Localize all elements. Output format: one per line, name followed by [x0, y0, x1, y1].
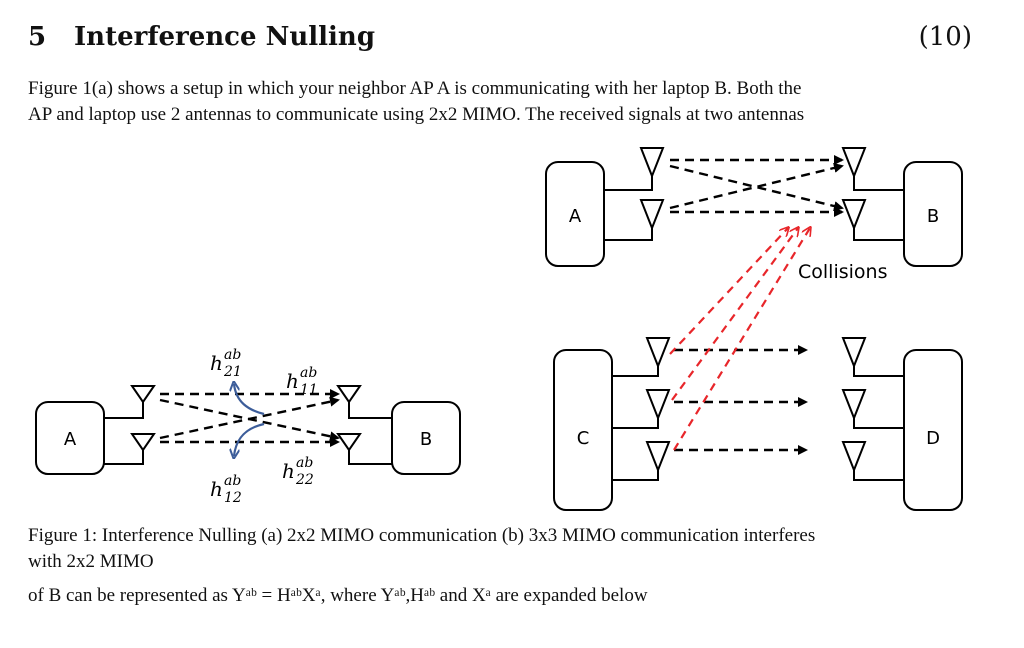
antenna-icon: [645, 337, 671, 369]
channel-h12: [159, 396, 340, 440]
panel-b-device-d-wire-1: [853, 366, 904, 377]
panel-b-device-b-wire-top: [853, 176, 904, 191]
interference-arrow-1: [669, 228, 788, 355]
label-h12: h ab 12: [210, 473, 242, 506]
panel-b-device-d-label: D: [926, 428, 940, 449]
panel-a-device-b-box: [391, 401, 461, 475]
label-h21-sup: ab: [224, 347, 241, 363]
interference-arrow-2: [671, 228, 798, 401]
panel-a-device-b-wire-bottom: [348, 450, 392, 465]
interference-arrow-3: [673, 228, 810, 451]
antenna-icon: [639, 147, 665, 179]
antenna-icon: [130, 433, 156, 452]
figure-1: A B h ab 21 h ab 11 h: [35, 147, 963, 511]
antenna-icon: [841, 389, 867, 421]
antenna-icon: [841, 147, 867, 179]
label-h21: h ab 21: [210, 347, 242, 380]
label-h22-sub: 22: [295, 472, 314, 488]
panel-b-device-a-wire-top: [604, 176, 653, 191]
label-h22-base: h: [282, 459, 295, 483]
label-h11-sub: 11: [300, 382, 318, 398]
panel-b-device-b-box: [903, 161, 963, 267]
antenna-icon: [645, 389, 671, 421]
label-h22-sup: ab: [296, 455, 313, 471]
antenna-icon: [336, 385, 362, 404]
label-h21-sub: 21: [223, 364, 242, 380]
label-h22: h ab 22: [282, 455, 314, 488]
section-title: Interference Nulling: [74, 22, 375, 52]
label-h11-sup: ab: [300, 365, 317, 381]
antenna-icon: [645, 441, 671, 473]
panel-b-device-c-wire-1: [612, 366, 659, 377]
label-h12-sup: ab: [224, 473, 241, 489]
figure-caption-line-2: with 2x2 MIMO: [28, 551, 154, 572]
antenna-icon: [130, 385, 156, 404]
label-h12-base: h: [210, 477, 223, 501]
panel-b-device-c-wire-3: [612, 470, 659, 481]
paragraph-1-line-2: AP and laptop use 2 antennas to communic…: [28, 104, 805, 125]
panel-b-device-a-box: [545, 161, 605, 267]
paragraph-2: of B can be represented as Yᵃᵇ = HᵃᵇXᵃ, …: [28, 585, 648, 606]
section-number: 5: [28, 22, 47, 52]
label-h11: h ab 11: [286, 365, 318, 398]
panel-a-device-b-wire-top: [348, 402, 392, 419]
antenna-icon: [336, 433, 362, 452]
paragraph-1-line-1: Figure 1(a) shows a setup in which your …: [28, 78, 802, 99]
panel-b-top: A B Collisions: [545, 147, 963, 283]
panel-b-device-b-wire-bottom: [853, 228, 904, 241]
panel-a-device-a-wire-top: [104, 402, 144, 419]
panel-b-device-c-label: C: [577, 428, 590, 449]
panel-b-bottom: C D: [553, 228, 963, 511]
section-points: (10): [918, 22, 972, 52]
panel-a-device-b-label: B: [420, 429, 432, 450]
antenna-icon: [841, 441, 867, 473]
antenna-icon: [639, 199, 665, 231]
panel-a-device-a-box: [35, 401, 105, 475]
section-heading: 5 Interference Nulling (10): [28, 22, 972, 56]
panel-b-device-d-wire-3: [853, 470, 904, 481]
label-h12-sub: 12: [224, 490, 242, 506]
curved-arrow-down: [234, 422, 265, 456]
label-h11-base: h: [286, 369, 299, 393]
panel-b-device-c-wire-2: [612, 418, 659, 429]
collisions-label: Collisions: [798, 261, 887, 283]
panel-b-device-a-wire-bottom: [604, 228, 653, 241]
panel-a: A B h ab 21 h ab 11 h: [35, 347, 461, 506]
panel-b-device-b-label: B: [927, 206, 939, 227]
panel-b-device-a-label: A: [569, 206, 582, 227]
panel-b-device-c-box: [553, 349, 613, 511]
antenna-icon: [841, 337, 867, 369]
panel-b-device-d-wire-2: [853, 418, 904, 429]
curved-arrow-up: [234, 384, 265, 416]
antenna-icon: [841, 199, 867, 231]
label-h21-base: h: [210, 351, 223, 375]
panel-a-device-a-label: A: [64, 429, 77, 450]
figure-caption-line-1: Figure 1: Interference Nulling (a) 2x2 M…: [28, 525, 816, 546]
panel-a-device-a-wire-bottom: [104, 450, 144, 465]
panel-b-device-d-box: [903, 349, 963, 511]
